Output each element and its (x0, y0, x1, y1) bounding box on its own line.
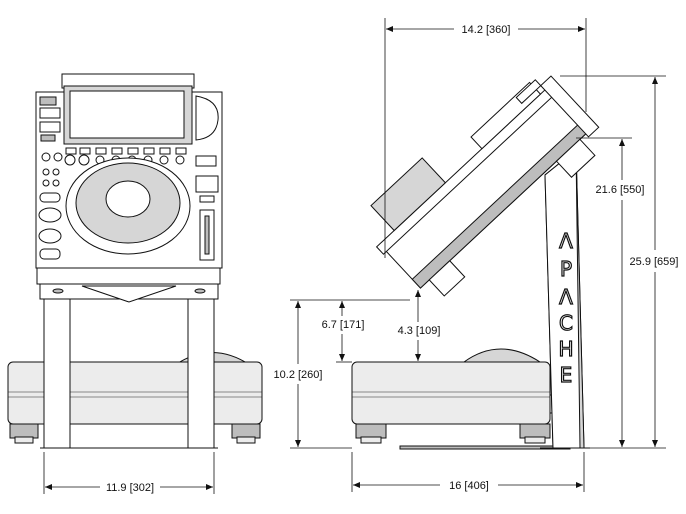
front-width-dimension: 11.9 [302] (43, 452, 215, 494)
base-height-label: 10.2 [260] (274, 369, 323, 381)
top-depth-dimension: 14.2 [360] (384, 18, 587, 258)
svg-text:H: H (558, 337, 573, 361)
side-view: Λ P Λ C H E (351, 75, 600, 450)
stand-height-dimension: 21.6 [550] (576, 137, 650, 447)
lift-height-label: 6.7 [171] (322, 319, 365, 331)
front-stand (39, 282, 219, 449)
side-stand-post: Λ P Λ C H E (540, 148, 590, 449)
svg-text:P: P (560, 257, 572, 281)
total-height-label: 25.9 [659] (630, 256, 679, 268)
top-depth-label: 14.2 [360] (462, 24, 511, 36)
svg-text:Λ: Λ (559, 285, 573, 309)
front-width-label: 11.9 [302] (106, 482, 154, 494)
front-view (7, 73, 263, 449)
total-height-dimension: 25.9 [659] (560, 75, 685, 449)
front-jog-wheel (65, 157, 191, 255)
svg-text:C: C (559, 311, 573, 335)
stand-height-label: 21.6 [550] (596, 184, 645, 196)
stand-brand-text: P Λ C H E (558, 256, 574, 387)
lift-height-dimension: 6.7 [171] (322, 301, 365, 363)
side-media-player (370, 75, 600, 297)
side-width-label: 16 [406] (449, 480, 489, 492)
stand-brand-a: Λ (559, 229, 573, 253)
gap-height-label: 4.3 [109] (398, 325, 441, 337)
side-turntable-base (351, 348, 571, 450)
base-height-dimension: 10.2 [260] (268, 299, 410, 449)
svg-text:E: E (560, 363, 573, 387)
side-width-dimension: 16 [406] (351, 452, 585, 492)
gap-height-dimension: 4.3 [109] (398, 290, 441, 361)
front-media-player (35, 73, 223, 285)
